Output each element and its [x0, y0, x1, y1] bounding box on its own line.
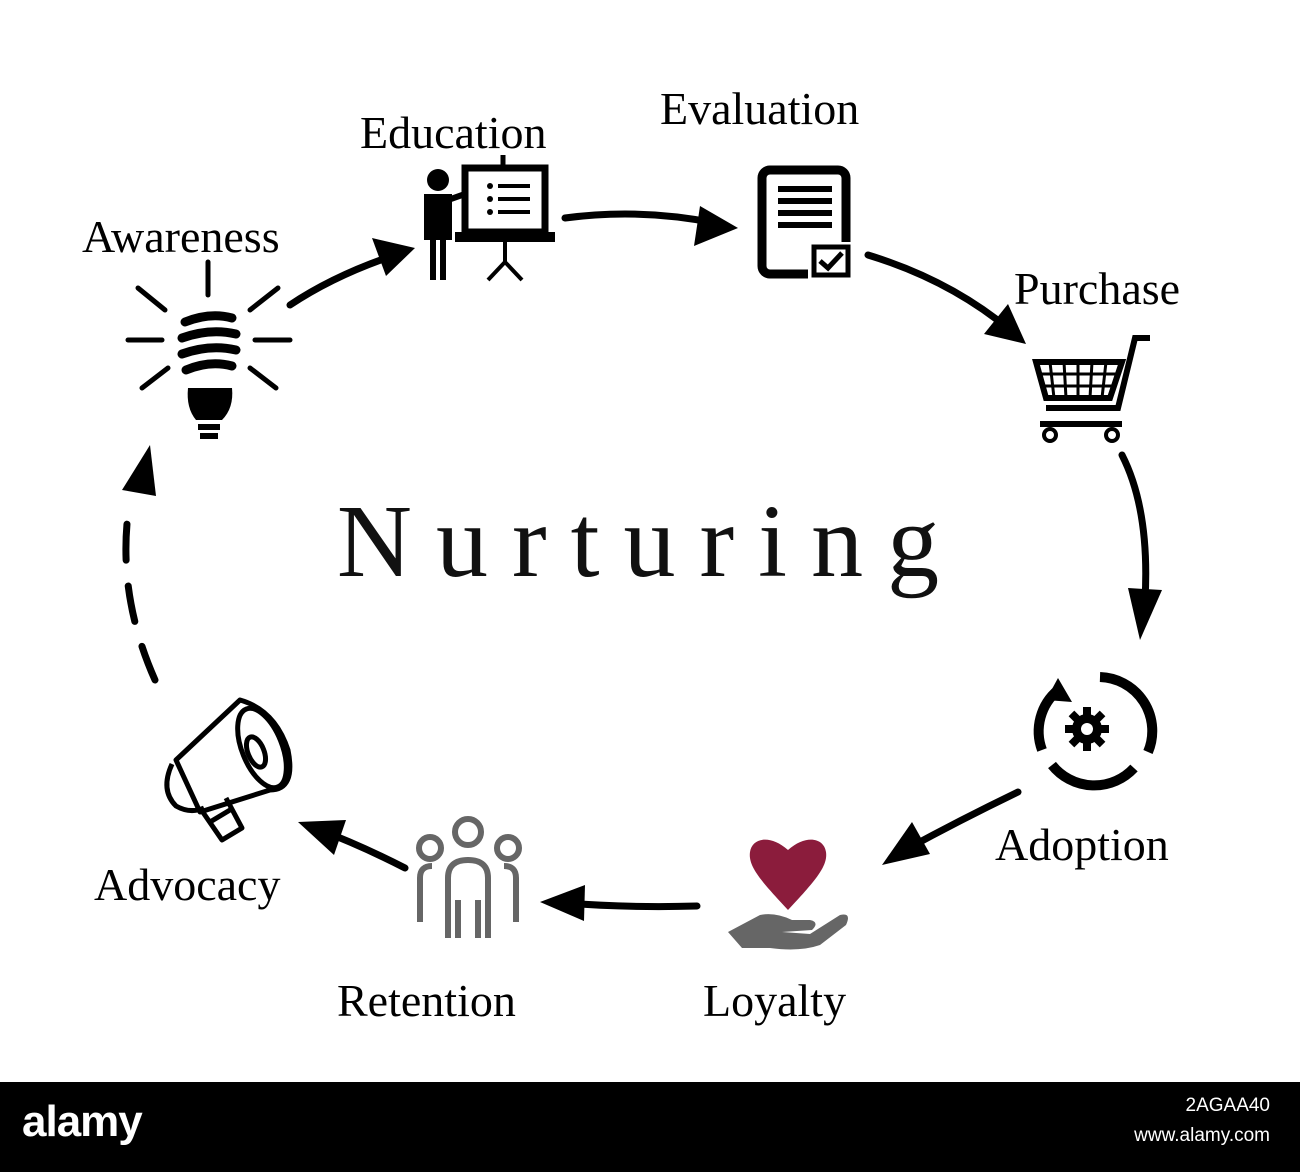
arrow-education-to-evaluation [561, 210, 719, 227]
stage-label-education: Education [360, 107, 547, 158]
heart-in-hand-icon [728, 839, 848, 950]
arrow-purchase-to-adoption [1118, 451, 1150, 604]
center-title: Nurturing [336, 484, 964, 599]
arrow-evaluation-to-purchase [864, 251, 1014, 334]
stage-label-awareness: Awareness [82, 211, 280, 262]
arrowhead-education [372, 238, 415, 276]
arrowhead-adoption [1128, 588, 1162, 640]
arrow-loyalty-to-retention [561, 899, 701, 911]
image-id: 2AGAA40 [1185, 1095, 1271, 1116]
brand-logo: alamy [22, 1097, 143, 1146]
stage-label-advocacy: Advocacy [94, 859, 281, 910]
stage-label-purchase: Purchase [1014, 263, 1181, 314]
arrowhead-retention [540, 885, 585, 921]
presentation-board-icon [424, 155, 555, 282]
stage-label-adoption: Adoption [995, 819, 1169, 870]
lightbulb-icon [125, 259, 293, 439]
stage-label-retention: Retention [337, 975, 516, 1026]
flow-arrows [122, 206, 1162, 921]
shopping-cart-icon [1032, 335, 1150, 443]
arrow-advocacy-to-awareness-dashed [122, 496, 159, 684]
arrow-awareness-to-education [286, 251, 399, 309]
megaphone-icon [164, 697, 293, 843]
group-of-people-icon [416, 816, 522, 938]
arrowhead-purchase [984, 304, 1026, 344]
arrowhead-loyalty [882, 822, 930, 865]
site-url: www.alamy.com [1134, 1125, 1270, 1146]
checklist-document-icon [757, 165, 852, 280]
stock-footer-bar: alamy 2AGAA40 www.alamy.com [0, 1082, 1300, 1172]
stage-label-evaluation: Evaluation [660, 83, 860, 134]
stage-label-loyalty: Loyalty [703, 975, 847, 1026]
arrowhead-evaluation [694, 206, 738, 246]
arrowhead-advocacy [298, 820, 346, 855]
nurturing-cycle-diagram [122, 155, 1162, 950]
arrowhead-awareness [122, 445, 156, 496]
gear-cycle-icon [1033, 672, 1158, 791]
